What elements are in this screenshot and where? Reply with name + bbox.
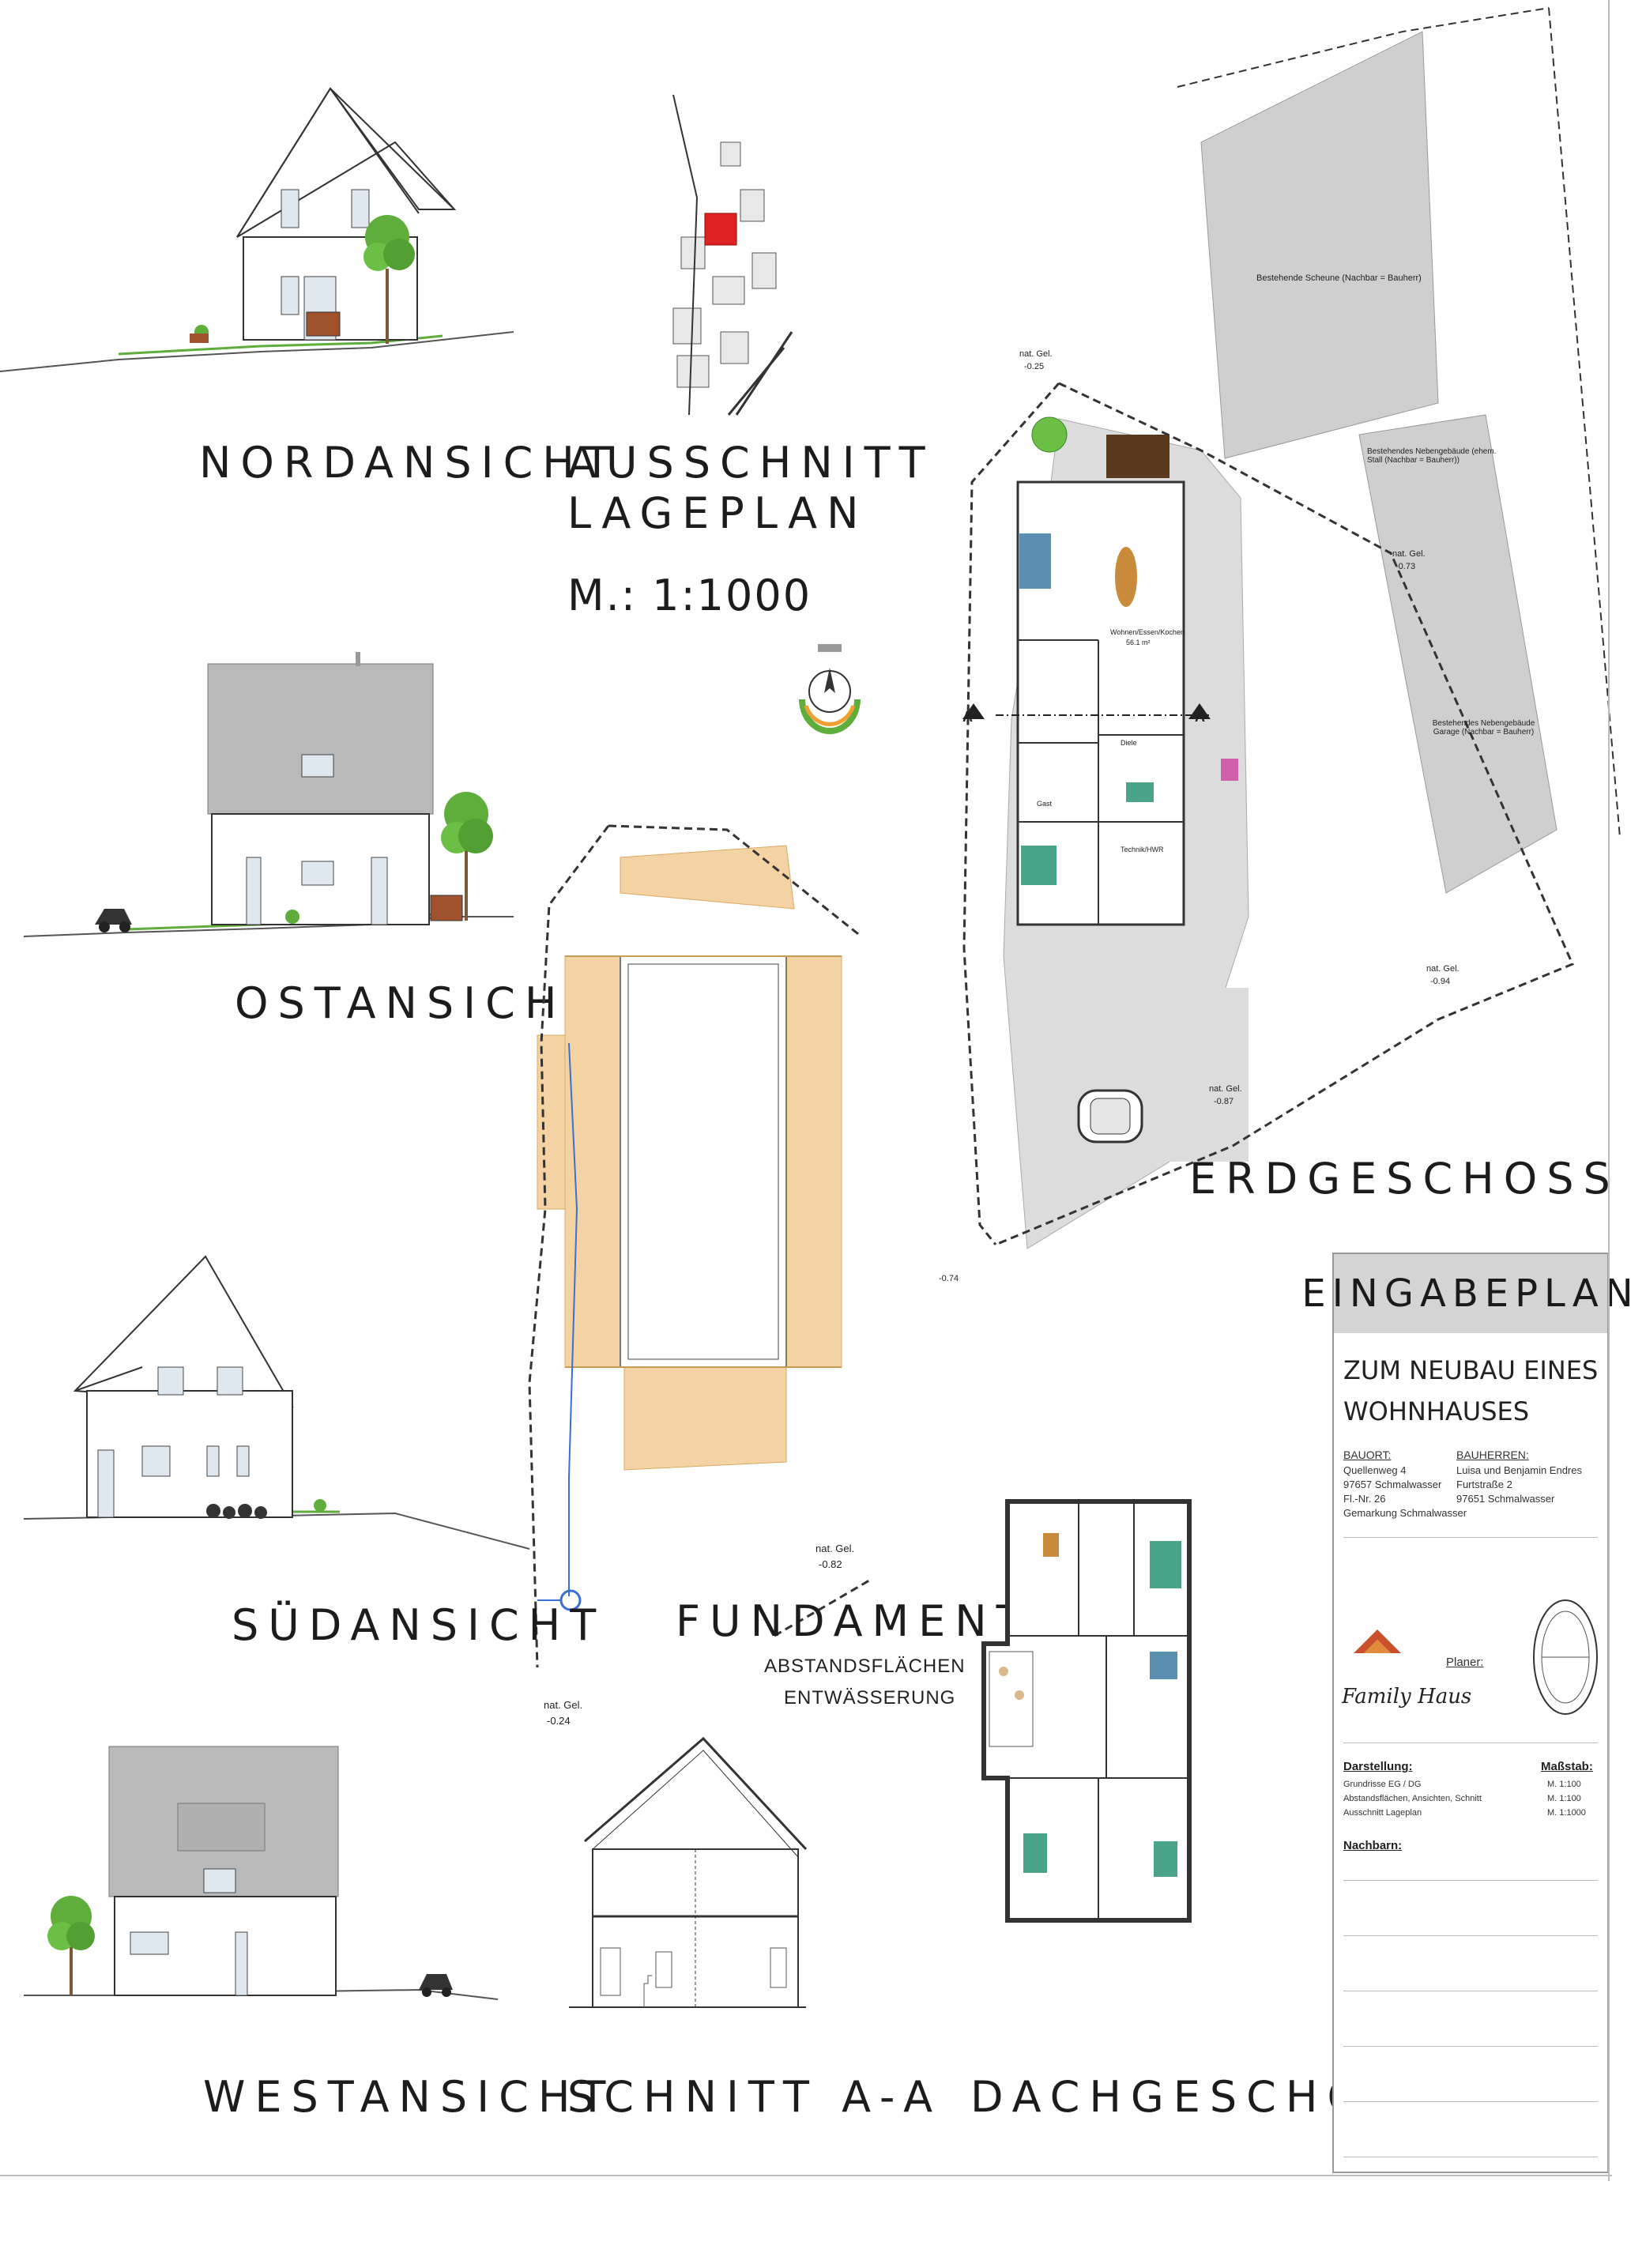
ostansicht-title: OSTANSICHT bbox=[235, 978, 602, 1028]
erdgeschoss-title: ERDGESCHOSS bbox=[1189, 1154, 1620, 1204]
schnitt-title: SCHNITT A-A bbox=[567, 2072, 943, 2122]
planner-seal bbox=[1533, 1599, 1598, 1715]
fundament-level-value-1: -0.82 bbox=[819, 1558, 842, 1570]
level-value-2: -0.73 bbox=[1396, 562, 1416, 571]
westansicht-drawing bbox=[24, 1746, 499, 2000]
subtitle-line-2: WOHNHAUSES bbox=[1343, 1396, 1530, 1426]
bauort-label: BAUORT: bbox=[1343, 1449, 1392, 1461]
dachgeschoss-plan bbox=[981, 1499, 1192, 1923]
fundament-title: FUNDAMENT bbox=[676, 1596, 1032, 1646]
bauort-line-1: Quellenweg 4 bbox=[1343, 1464, 1407, 1476]
abstandsflaechen-label: ABSTANDSFLÄCHEN bbox=[764, 1656, 966, 1677]
bauort-line-4: Gemarkung Schmalwasser bbox=[1343, 1507, 1467, 1519]
nordansicht-title: NORDANSICHT bbox=[199, 438, 620, 488]
north-arrow-icon bbox=[799, 644, 861, 734]
bauort-line-3: Fl.-Nr. 26 bbox=[1343, 1493, 1386, 1505]
fundament-level-label-1: nat. Gel. bbox=[815, 1543, 855, 1554]
technik-label: Technik/HWR bbox=[1121, 846, 1164, 853]
schnitt-drawing bbox=[569, 1736, 808, 2008]
bauherr-label: BAUHERREN: bbox=[1456, 1449, 1529, 1461]
garage-label: Bestehendes Nebengebäude Garage (Nachbar… bbox=[1432, 719, 1535, 737]
bauherr-line-2: Furtstraße 2 bbox=[1456, 1479, 1512, 1490]
wohnen-area: 56.1 m² bbox=[1126, 639, 1151, 646]
darstellung-line-3: Ausschnitt Lageplan bbox=[1343, 1808, 1422, 1818]
entwaesserung-label: ENTWÄSSERUNG bbox=[784, 1687, 956, 1709]
scheune-label: Bestehende Scheune (Nachbar = Bauherr) bbox=[1256, 273, 1422, 283]
diele-label: Diele bbox=[1121, 739, 1137, 747]
level-label-4: nat. Gel. bbox=[1209, 1084, 1242, 1094]
lageplan-title: AUSSCHNITT LAGEPLAN bbox=[567, 438, 935, 538]
subtitle-line-1: ZUM NEUBAU EINES bbox=[1343, 1355, 1599, 1385]
lageplan-scale: M.: 1:1000 bbox=[567, 571, 812, 620]
bauherr-line-3: 97651 Schmalwasser bbox=[1456, 1493, 1555, 1505]
nebengebaeude-label: Bestehendes Nebengebäude (ehem. Stall (N… bbox=[1367, 447, 1497, 465]
nachbarn-label: Nachbarn: bbox=[1343, 1839, 1403, 1852]
massstab-line-3: M. 1:1000 bbox=[1547, 1808, 1586, 1818]
fundament-level-value-2: -0.24 bbox=[547, 1715, 571, 1727]
darstellung-label: Darstellung: bbox=[1343, 1760, 1413, 1773]
neighbor-row bbox=[1343, 2101, 1598, 2102]
divider bbox=[1343, 1742, 1598, 1743]
wohnen-label: Wohnen/Essen/Kochen bbox=[1110, 628, 1185, 636]
level-label-3: nat. Gel. bbox=[1426, 964, 1460, 974]
westansicht-title: WESTANSICHT bbox=[203, 2072, 616, 2122]
planer-label: Planer: bbox=[1446, 1656, 1484, 1669]
neighbor-row bbox=[1343, 1880, 1598, 1881]
level-value-3: -0.94 bbox=[1430, 977, 1451, 986]
lageplan-map bbox=[665, 94, 793, 416]
fundament-drawing bbox=[528, 824, 870, 1668]
section-a-right: A bbox=[1195, 709, 1205, 725]
level-label-1: nat. Gel. bbox=[1019, 349, 1053, 359]
erdgeschoss-site-plan bbox=[962, 7, 1621, 1249]
massstab-label: Maßstab: bbox=[1541, 1760, 1593, 1773]
neighbor-row bbox=[1343, 2046, 1598, 2047]
level-label-2: nat. Gel. bbox=[1392, 549, 1426, 559]
divider bbox=[1343, 1537, 1598, 1538]
level-value-4: -0.87 bbox=[1214, 1097, 1234, 1106]
suedansicht-title: SÜDANSICHT bbox=[232, 1600, 606, 1650]
nordansicht-drawing bbox=[0, 87, 514, 372]
sheet-edge bbox=[1608, 0, 1610, 2181]
sheet-bottom-edge bbox=[0, 2175, 1612, 2176]
bauort-line-2: 97657 Schmalwasser bbox=[1343, 1479, 1442, 1490]
suedansicht-drawing bbox=[23, 1255, 530, 1550]
level-value-5: -0.74 bbox=[939, 1274, 959, 1283]
title-block: EINGABEPLAN ZUM NEUBAU EINES WOHNHAUSES … bbox=[1301, 1253, 1633, 2173]
eingabeplan-title: EINGABEPLAN bbox=[1301, 1272, 1640, 1316]
massstab-line-2: M. 1:100 bbox=[1547, 1794, 1581, 1803]
title-block-header: EINGABEPLAN bbox=[1301, 1254, 1633, 1333]
darstellung-line-2: Abstandsflächen, Ansichten, Schnitt bbox=[1343, 1794, 1482, 1803]
ostansicht-drawing bbox=[23, 652, 514, 937]
darstellung-line-1: Grundrisse EG / DG bbox=[1343, 1780, 1422, 1789]
section-a-left: A bbox=[962, 709, 973, 725]
brand-name: Family Haus bbox=[1342, 1685, 1472, 1709]
massstab-line-1: M. 1:100 bbox=[1547, 1780, 1581, 1789]
fundament-level-label-2: nat. Gel. bbox=[544, 1699, 583, 1711]
bauherr-line-1: Luisa und Benjamin Endres bbox=[1456, 1464, 1582, 1476]
gast-label: Gast bbox=[1037, 800, 1053, 808]
family-haus-logo bbox=[1354, 1629, 1401, 1653]
level-value-1: -0.25 bbox=[1024, 362, 1045, 371]
neighbor-row bbox=[1343, 1935, 1598, 1936]
